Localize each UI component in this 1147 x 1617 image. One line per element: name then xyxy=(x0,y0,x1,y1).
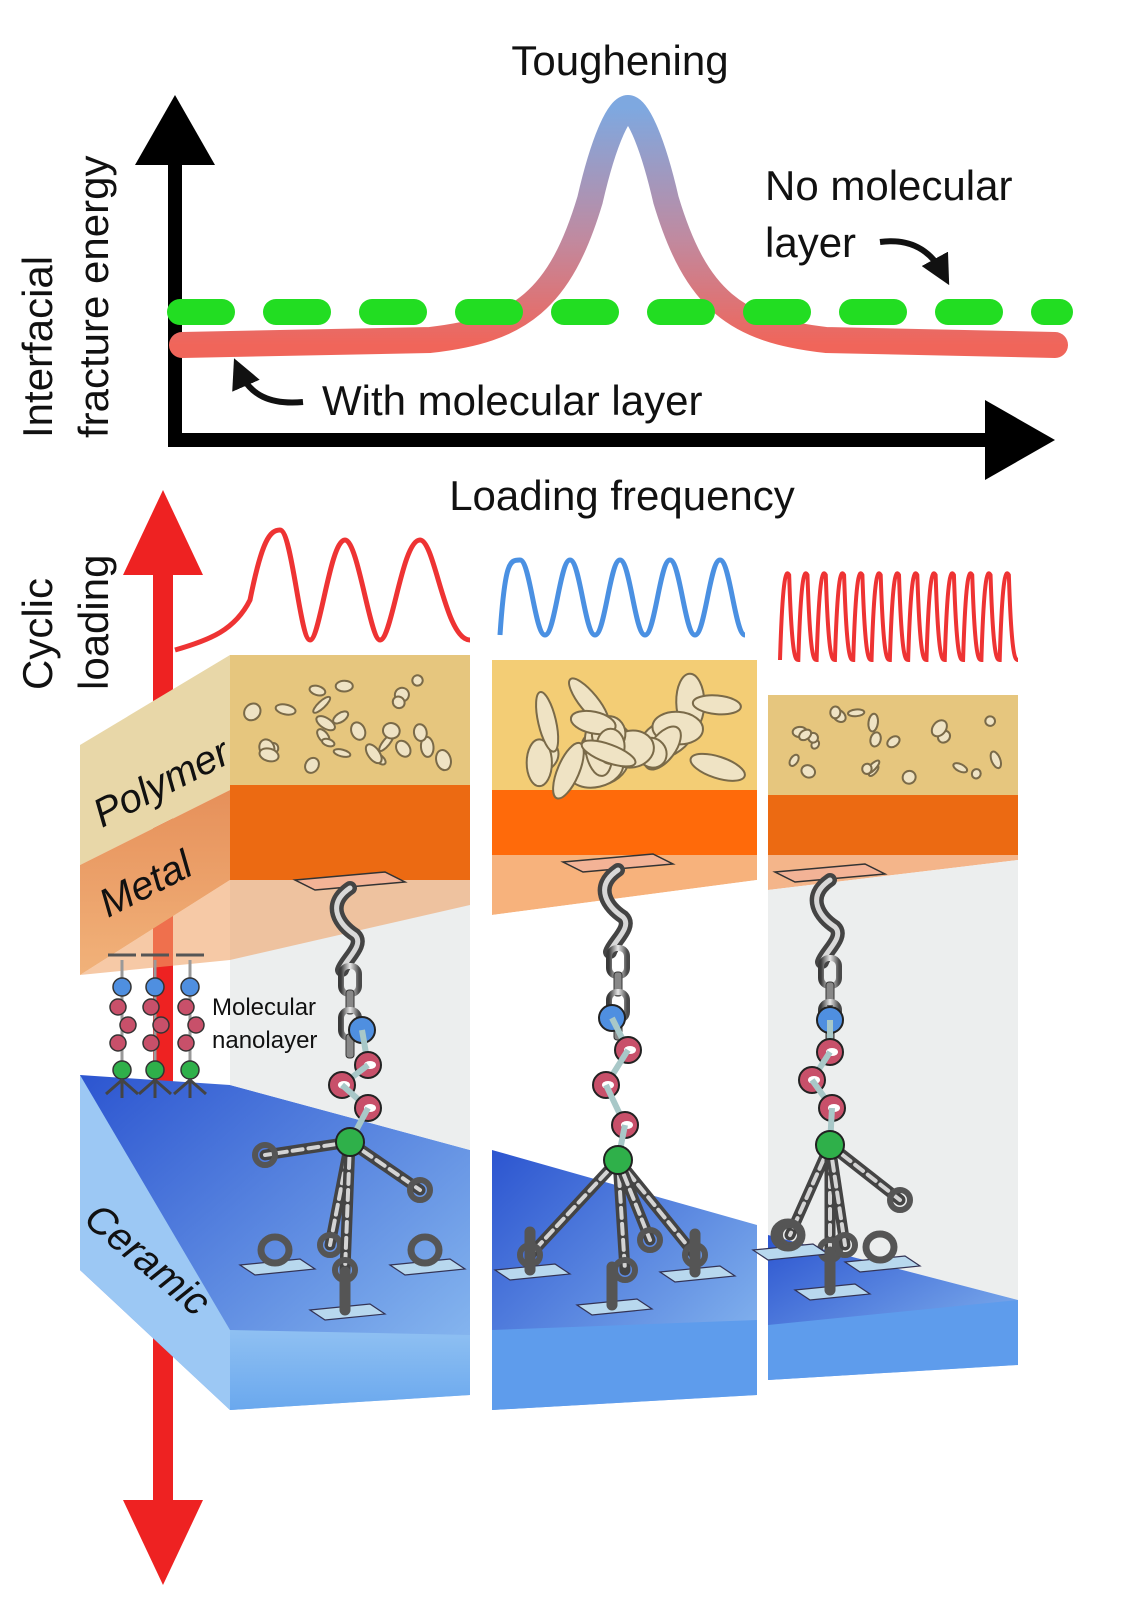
panel-low-frequency xyxy=(80,655,470,1150)
mini-molecule-array xyxy=(105,953,207,1098)
cyclic-label-line1: Cyclic xyxy=(14,578,61,690)
polymer-voids xyxy=(243,672,1003,800)
y-axis-label-line2: fracture energy xyxy=(70,156,117,438)
y-axis-label-line1: Interfacial xyxy=(14,256,61,438)
with-layer-label: With molecular layer xyxy=(322,377,702,424)
molecular-chains xyxy=(238,853,922,1321)
left-block-sides xyxy=(80,655,470,1410)
low-frequency-wave xyxy=(174,527,471,653)
nanolayer-label-line2: nanolayer xyxy=(212,1027,317,1054)
toughening-label: Toughening xyxy=(511,37,728,84)
y-axis-arrowhead-icon xyxy=(135,95,215,165)
cyclic-loading-arrow: Cyclic loading xyxy=(14,490,203,1585)
metal-layer-2 xyxy=(492,790,757,855)
ceramic-front-2 xyxy=(492,1320,757,1410)
no-layer-label-line2: layer xyxy=(765,219,856,266)
panel-high-frequency xyxy=(768,695,1018,1380)
polymer-layer xyxy=(230,655,470,790)
ceramic-front-face xyxy=(230,1330,470,1410)
x-axis-label: Loading frequency xyxy=(449,472,795,519)
metal-gradient-2 xyxy=(492,855,757,915)
metal-layer xyxy=(230,785,470,880)
high-frequency-wave xyxy=(778,571,1019,663)
x-axis-arrowhead-icon xyxy=(985,400,1055,480)
ceramic-side-face xyxy=(80,1075,230,1410)
cyclic-label-line2: loading xyxy=(70,555,117,690)
polymer-side-face xyxy=(80,655,230,865)
mid-frequency-wave xyxy=(497,557,747,638)
nanolayer-label-line1: Molecular xyxy=(212,994,316,1021)
with-molecular-layer-curve xyxy=(169,94,1068,358)
no-layer-label-line1: No molecular xyxy=(765,162,1012,209)
interface-gap xyxy=(230,880,470,1150)
arrow-up-icon xyxy=(123,490,203,575)
with-layer-pointer-arrow-icon xyxy=(232,358,304,406)
no-layer-pointer-arrow-icon xyxy=(879,238,950,286)
ceramic-front-3 xyxy=(768,1300,1018,1380)
metal-layer-3 xyxy=(768,795,1018,855)
fracture-energy-graph: Toughening No molecular layer With molec… xyxy=(14,37,1073,519)
arrow-down-icon xyxy=(123,1500,203,1585)
metal-side-face xyxy=(80,790,230,975)
